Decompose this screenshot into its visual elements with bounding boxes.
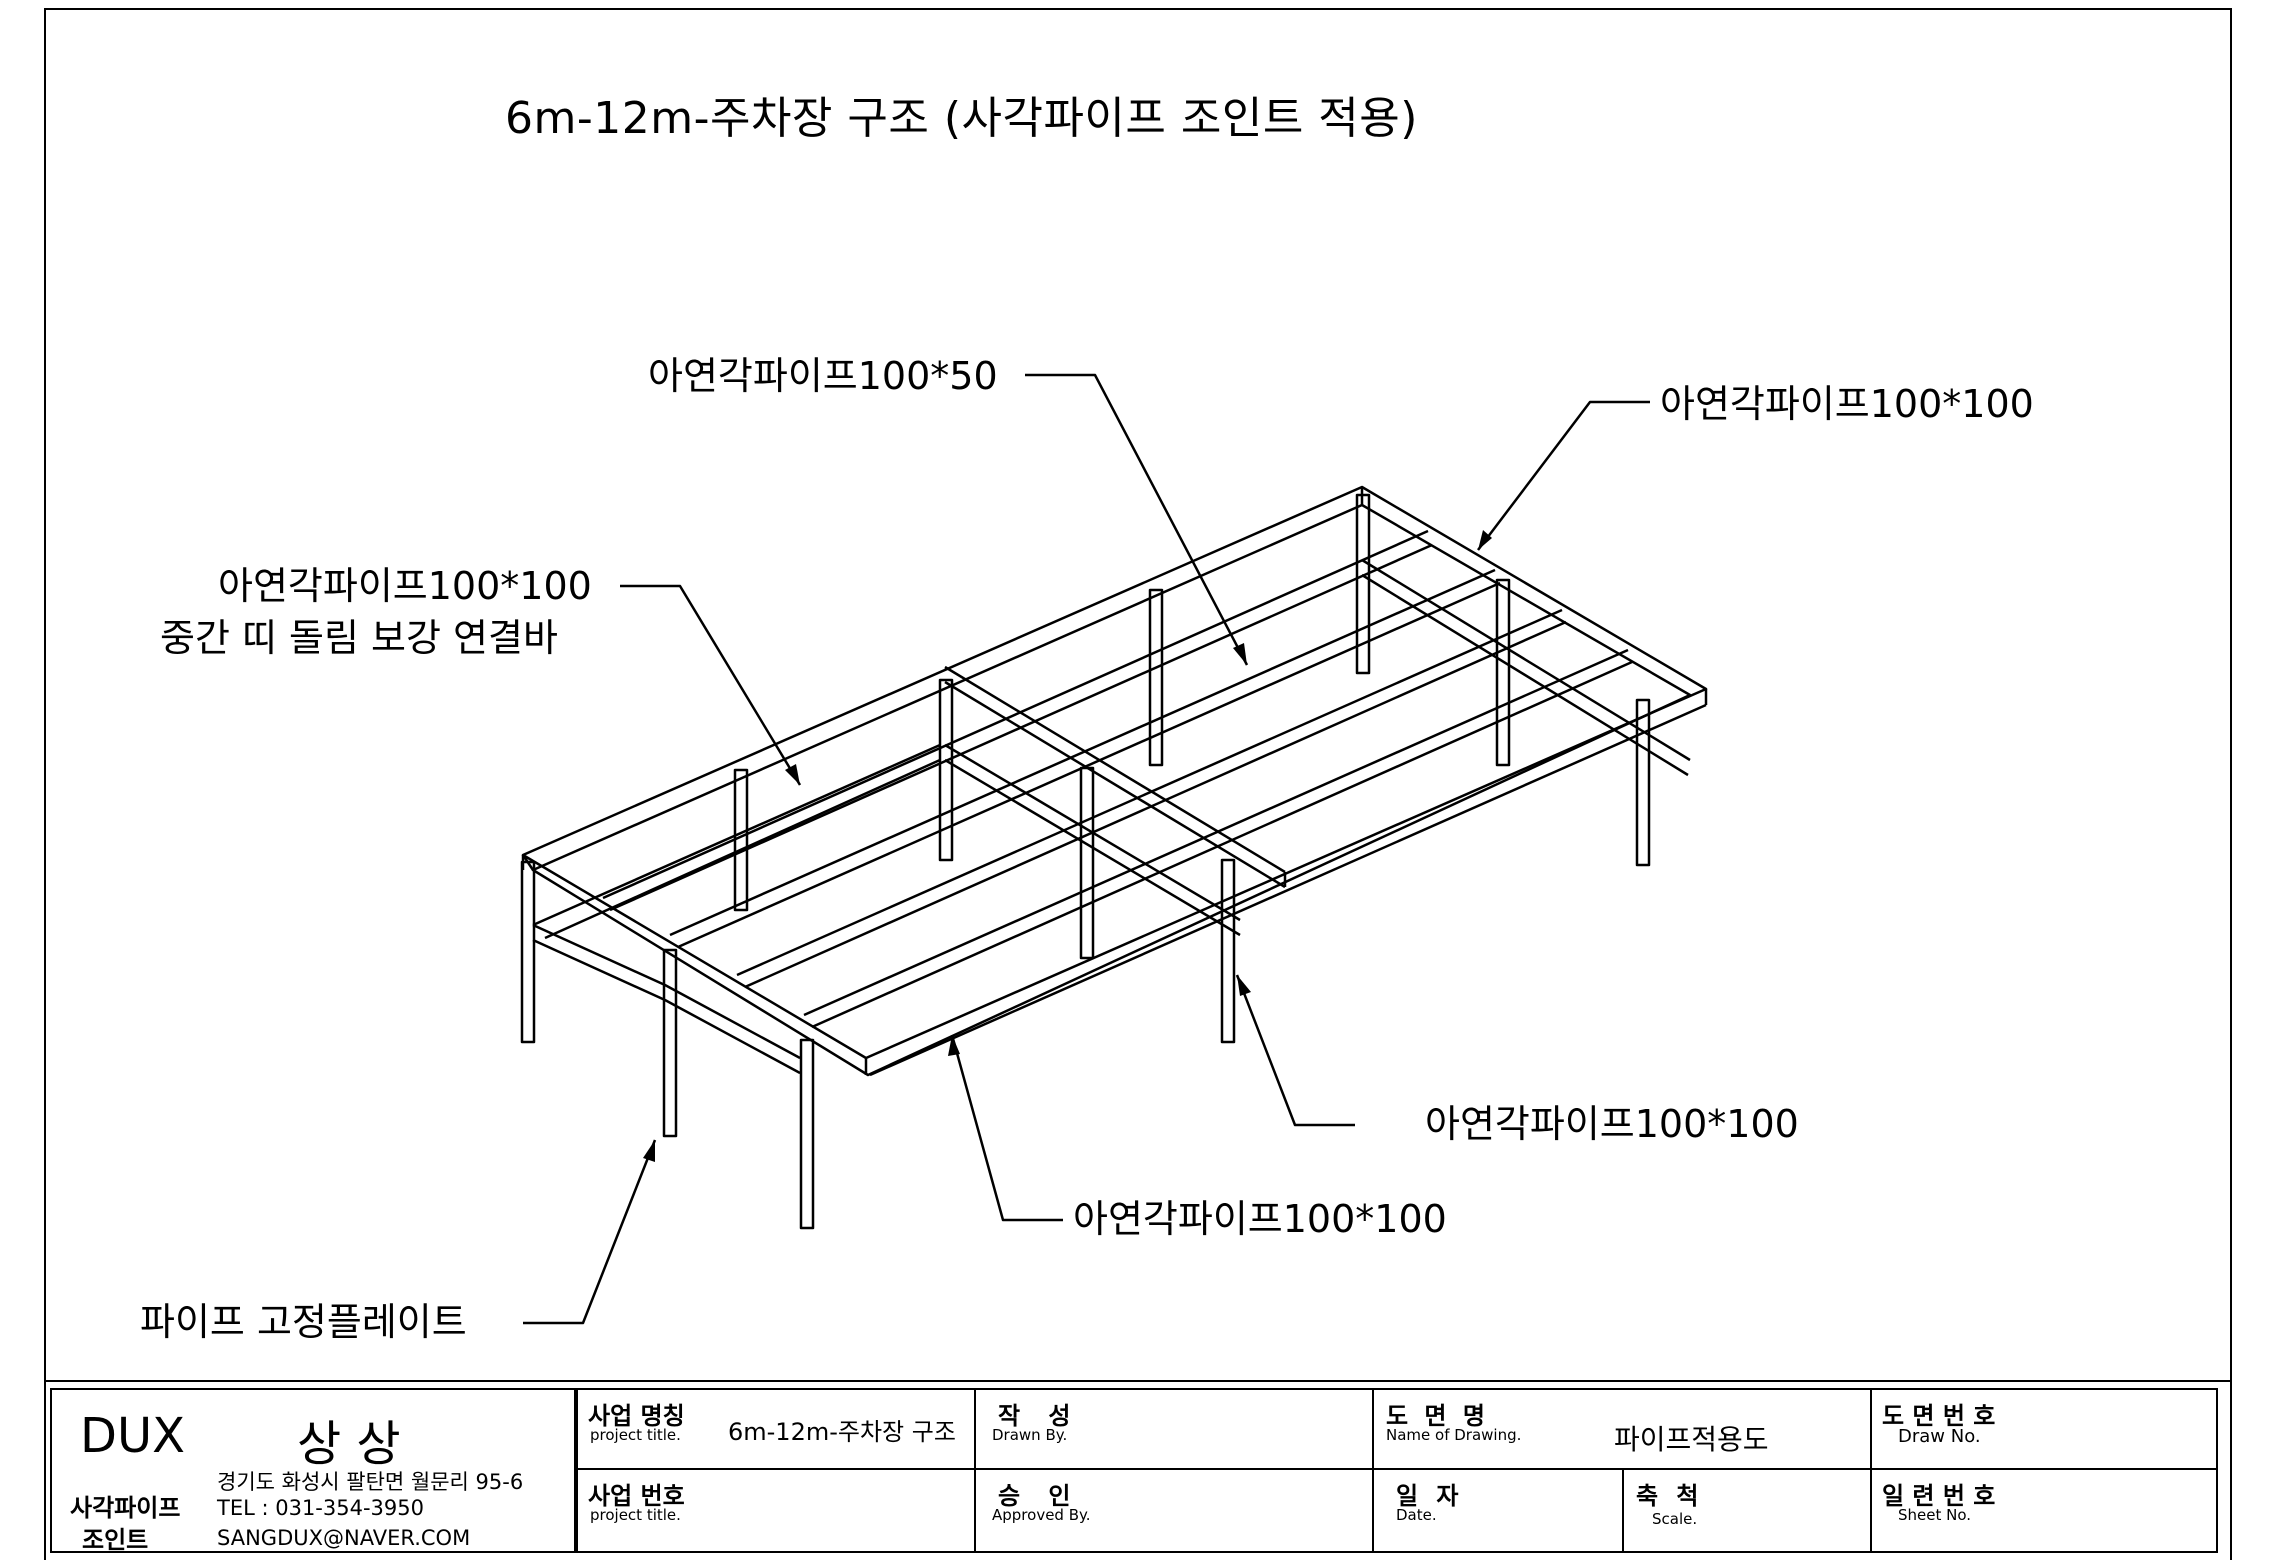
top-rim [521,485,1708,1077]
drawing-frame [44,8,2232,1560]
company-name-ko: 상 상 [297,1416,401,1472]
callout-band-line1: 아연각파이프100*100 [218,564,592,608]
company-cell: DUX 상 상 사각파이프 조인트 경기도 화성시 팔탄면 월문리 95-6 T… [50,1388,576,1554]
product-line2: 조인트 [82,1526,149,1554]
project-number-cell: 사업 번호 project title. [576,1468,976,1553]
company-name: DUX [80,1408,185,1464]
date-cell: 일 자 Date. [1372,1468,1624,1553]
tel: TEL : 031-354-3950 [217,1496,424,1520]
address: 경기도 화성시 팔탄면 월문리 95-6 [217,1470,524,1494]
callout-rim-front: 아연각파이프100*100 [1073,1197,1447,1241]
callout-band-line2: 중간 띠 돌림 보강 연결바 [160,616,558,660]
callout-base-plate: 파이프 고정플레이트 [140,1300,467,1344]
scale-cell: 축 척 Scale. [1622,1468,1872,1553]
approved-by-cell: 승 인 Approved By. [974,1468,1374,1553]
callout-purlin: 아연각파이프100*50 [648,354,998,398]
product-line1: 사각파이프 [70,1494,181,1522]
purlins [602,529,1633,1029]
mid-band [532,558,1691,1075]
sheet-number-cell: 일 련 번 호 Sheet No. [1870,1468,2218,1553]
posts [520,493,1651,1230]
center-beam [944,665,1287,889]
drawing-title: 6m-12m-주차장 구조 (사각파이프 조인트 적용) [505,93,1418,144]
callout-rim-top-right: 아연각파이프100*100 [1660,382,2034,426]
leader-arrows [643,530,1492,1162]
drawing-name-cell: 도 면 명 Name of Drawing. 파이프적용도 [1372,1388,1872,1470]
callout-post: 아연각파이프100*100 [1425,1102,1799,1146]
project-name-cell: 사업 명칭 project title. 6m-12m-주차장 구조 [576,1388,976,1470]
drawing-number-cell: 도 면 번 호 Draw No. [1870,1388,2218,1470]
drawing-name-value: 파이프적용도 [1614,1423,1769,1456]
drawn-by-cell: 작 성 Drawn By. [974,1388,1374,1470]
leader-lines [523,373,1650,1325]
project-name-value: 6m-12m-주차장 구조 [728,1418,956,1446]
email: SANGDUX@NAVER.COM [217,1526,471,1550]
title-block: DUX 상 상 사각파이프 조인트 경기도 화성시 팔탄면 월문리 95-6 T… [44,1380,2232,1557]
